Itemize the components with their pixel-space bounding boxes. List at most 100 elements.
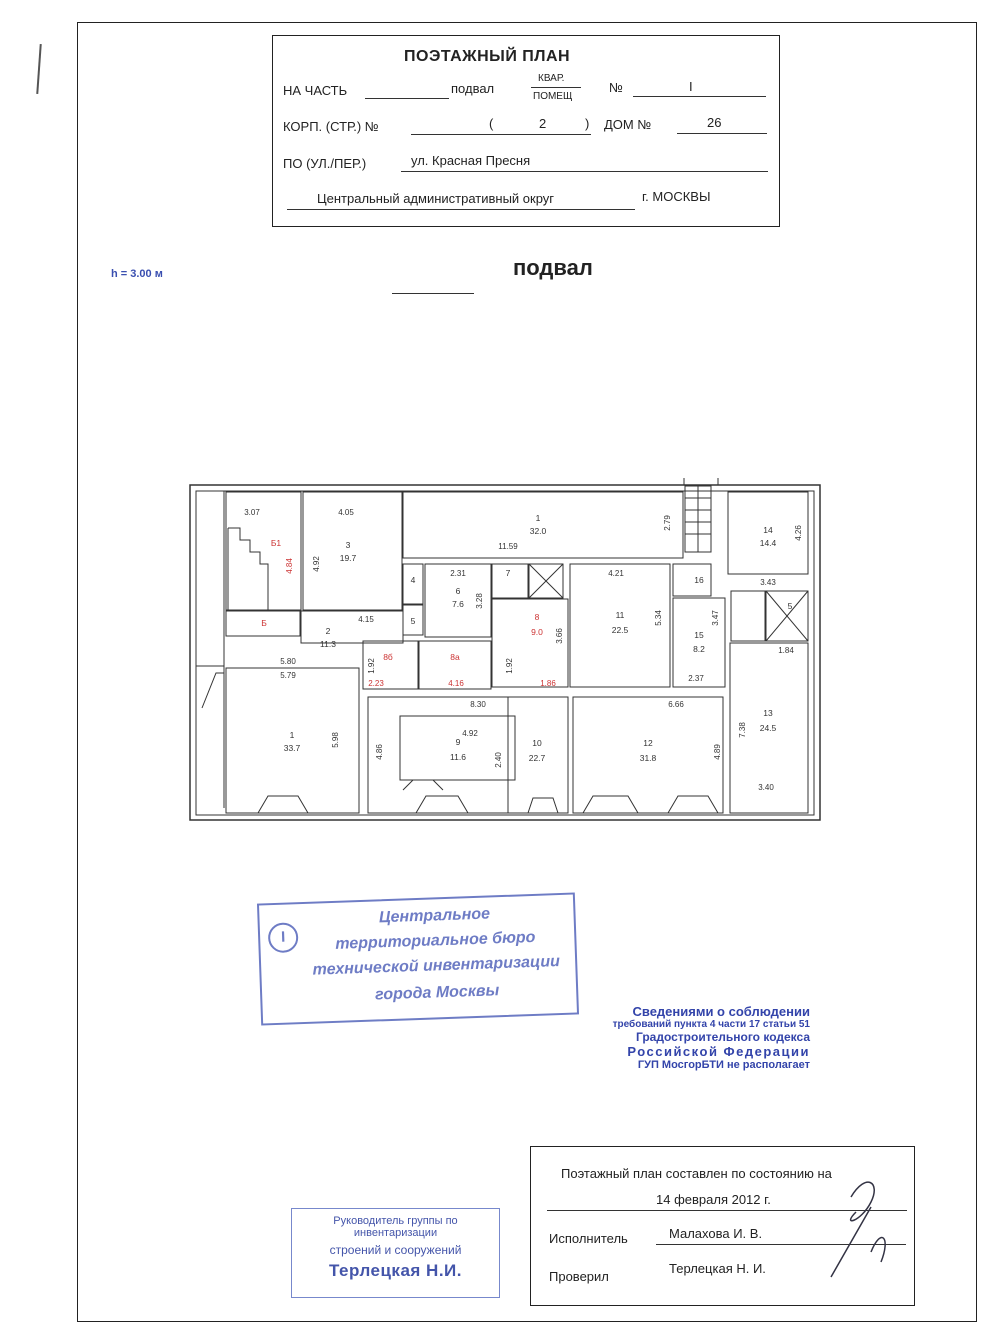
dim-label: 3.43 bbox=[760, 578, 776, 587]
notice-line: Градостроительного кодекса bbox=[635, 1030, 810, 1044]
korp-paren-open: ( bbox=[489, 116, 494, 131]
room-label: Б1 bbox=[271, 538, 282, 548]
compliance-notice: Сведениями о соблюдении требований пункт… bbox=[590, 1004, 810, 1071]
dim-label: 4.15 bbox=[358, 615, 374, 624]
dim-label: 11.59 bbox=[498, 542, 518, 551]
street-value: ул. Красная Пресня bbox=[411, 153, 531, 168]
dim-label: 5.98 bbox=[331, 732, 340, 748]
room-area: 11.3 bbox=[320, 639, 336, 649]
checker-label: Проверил bbox=[549, 1269, 609, 1284]
room-area: 9.0 bbox=[531, 627, 543, 637]
room-label: 11 bbox=[616, 610, 625, 620]
floor-plan: 3.07 4.05 4.84 4.92 2.79 11.59 4.26 2.31… bbox=[188, 468, 828, 828]
korp-label: КОРП. (СТР.) № bbox=[283, 119, 379, 134]
executor-label: Исполнитель bbox=[549, 1231, 628, 1246]
dim-label: 4.21 bbox=[608, 569, 624, 578]
stamp-line: города Москвы bbox=[374, 982, 500, 1004]
room-area: 33.7 bbox=[284, 743, 301, 753]
signature bbox=[830, 1181, 886, 1278]
room-label: 7 bbox=[506, 568, 511, 578]
room-label: 8а bbox=[450, 652, 460, 662]
dim-label: 4.05 bbox=[338, 508, 354, 517]
room-label: 4 bbox=[411, 575, 416, 585]
number-label: № bbox=[609, 80, 623, 95]
floor-plan-drawing: 3.07 4.05 4.84 4.92 2.79 11.59 4.26 2.31… bbox=[189, 468, 821, 821]
bureau-stamp: I Центральное территориальное бюро техни… bbox=[256, 892, 580, 1026]
room-label: 9 bbox=[456, 737, 461, 747]
room-label: 15 bbox=[694, 630, 704, 640]
stamp2-line2: строений и сооружений bbox=[329, 1243, 462, 1257]
dom-value: 26 bbox=[707, 115, 722, 130]
dim-label: 4.84 bbox=[285, 558, 294, 574]
room-label: 14 bbox=[763, 525, 773, 535]
room-area: 22.7 bbox=[529, 753, 546, 763]
stamp-number: I bbox=[267, 922, 299, 954]
room-label: 13 bbox=[763, 708, 773, 718]
room-label: 3 bbox=[346, 540, 351, 550]
room-area: 19.7 bbox=[340, 553, 357, 563]
dim-label: 5.34 bbox=[654, 610, 663, 626]
room-label: 16 bbox=[694, 575, 704, 585]
room-area: 7.6 bbox=[452, 599, 464, 609]
room-label: 2 bbox=[326, 626, 331, 636]
notice-line: Сведениями о соблюдении bbox=[632, 1004, 810, 1019]
room-area: 14.4 bbox=[760, 538, 777, 548]
dim-label: 4.92 bbox=[462, 729, 478, 738]
room-area: 24.5 bbox=[760, 723, 777, 733]
korp-value: 2 bbox=[539, 116, 547, 131]
checker-name: Терлецкая Н. И. bbox=[669, 1261, 766, 1276]
header-title: ПОЭТАЖНЫЙ ПЛАН bbox=[404, 48, 571, 65]
supervisor-stamp: Руководитель группы по инвентаризации ст… bbox=[291, 1208, 500, 1298]
dim-label: 6.66 bbox=[668, 700, 684, 709]
dim-label: 2.37 bbox=[688, 674, 704, 683]
street-label: ПО (УЛ./ПЕР.) bbox=[283, 156, 367, 171]
room-label: 1 bbox=[290, 730, 295, 740]
state-date: 14 февраля 2012 г. bbox=[656, 1192, 771, 1207]
notice-line: Российской Федерации bbox=[627, 1044, 810, 1059]
na-chast-line bbox=[365, 98, 449, 99]
plan-title-line bbox=[392, 293, 474, 294]
na-chast-label: НА ЧАСТЬ bbox=[283, 83, 348, 98]
dim-label: 1.92 bbox=[367, 658, 376, 674]
dim-label: 7.38 bbox=[738, 722, 747, 738]
room-label: Б bbox=[261, 618, 267, 628]
dim-label: 4.26 bbox=[794, 525, 803, 541]
dim-label: 1.92 bbox=[505, 658, 514, 674]
dim-label: 3.40 bbox=[758, 783, 774, 792]
notice-line: ГУП МосгорБТИ не располагает bbox=[637, 1059, 810, 1071]
dim-label: 4.86 bbox=[375, 744, 384, 760]
kvar-divider bbox=[531, 87, 581, 88]
dim-label: 8.30 bbox=[470, 700, 486, 709]
margin-mark bbox=[36, 43, 42, 95]
state-label: Поэтажный план составлен по состоянию на bbox=[561, 1166, 832, 1181]
dim-label: 2.31 bbox=[450, 569, 466, 578]
kvar-label: КВАР. bbox=[538, 73, 565, 84]
city-label: г. МОСКВЫ bbox=[642, 189, 711, 204]
dim-label: 3.47 bbox=[711, 610, 720, 626]
pomesch-label: ПОМЕЩ bbox=[533, 91, 573, 102]
room-area: 22.5 bbox=[612, 625, 629, 635]
room-label: 12 bbox=[643, 738, 653, 748]
room-label: 8б bbox=[383, 652, 393, 662]
room-label: 10 bbox=[532, 738, 542, 748]
district-value: Центральный административный округ bbox=[317, 191, 555, 206]
dim-label: 5.80 bbox=[280, 657, 296, 666]
dim-label: 4.16 bbox=[448, 679, 464, 688]
room-area: 31.8 bbox=[640, 753, 657, 763]
number-value: I bbox=[689, 79, 693, 94]
dim-label: 2.40 bbox=[494, 752, 503, 768]
stamp-line: технической инвентаризации bbox=[312, 953, 561, 979]
dim-label: 3.66 bbox=[555, 628, 564, 644]
room-area: 8.2 bbox=[693, 644, 705, 654]
dim-label: 4.92 bbox=[312, 556, 321, 572]
dom-line bbox=[677, 133, 767, 134]
stamp2-line3: Терлецкая Н.И. bbox=[329, 1261, 462, 1280]
dim-label: 2.23 bbox=[368, 679, 384, 688]
room-label: 5 bbox=[788, 601, 793, 611]
room-area: 11.6 bbox=[450, 752, 466, 762]
number-line bbox=[633, 96, 766, 97]
header-block: ПОЭТАЖНЫЙ ПЛАН НА ЧАСТЬ подвал КВАР. ПОМ… bbox=[272, 35, 780, 227]
dim-label: 4.89 bbox=[713, 744, 722, 760]
room-label: 6 bbox=[456, 586, 461, 596]
korp-paren-close: ) bbox=[585, 116, 590, 131]
